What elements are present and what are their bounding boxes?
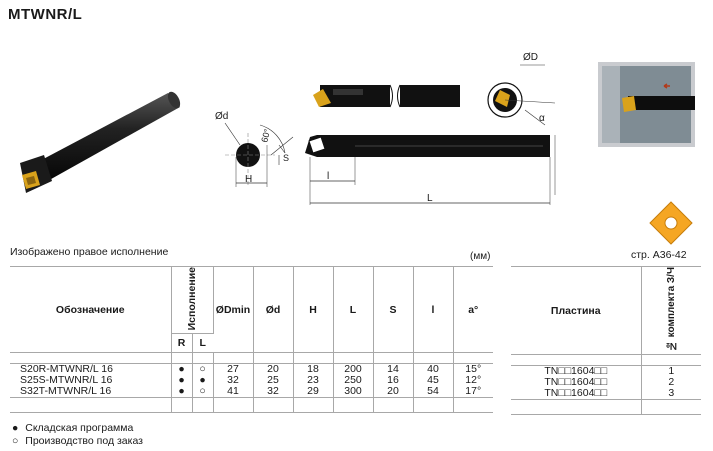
row-r: ● xyxy=(171,375,193,387)
tool-photo xyxy=(20,91,181,193)
row-dmin: 27 xyxy=(213,363,254,376)
header-kit: № комплекта З/Ч xyxy=(665,267,677,352)
row-l-total: 250 xyxy=(333,375,374,387)
row-l-short: 45 xyxy=(413,375,454,387)
row-h: 29 xyxy=(293,386,334,398)
row-code: S20R-MTWNR/L 16 xyxy=(10,363,172,376)
row-s: 20 xyxy=(373,386,414,398)
header-dmin: ØDmin xyxy=(213,266,254,353)
row-h: 23 xyxy=(293,375,334,387)
row-insert: TN□□1604□□ xyxy=(511,377,642,389)
row-dmin: 32 xyxy=(213,375,254,387)
row-kit: 1 xyxy=(641,365,701,378)
legend-order-label: Производство под заказ xyxy=(25,435,143,447)
row-kit: 2 xyxy=(668,376,675,389)
label-angle: 60° xyxy=(259,127,272,143)
row-s: 16 xyxy=(373,375,414,387)
table-row: S25S-MTWNR/L 16 ● ● 32 25 23 250 16 45 1… xyxy=(10,374,493,387)
row-d: 25 xyxy=(253,375,294,387)
row-kit: 3 xyxy=(668,387,675,400)
header-l-hand: L xyxy=(199,337,206,350)
row-r: ● xyxy=(171,363,193,376)
row-r: ● xyxy=(171,386,193,398)
row-angle: 15° xyxy=(453,363,493,376)
label-l: l xyxy=(327,171,329,182)
row-insert: TN□□1604□□ xyxy=(511,365,642,378)
legend-empty-dot-icon: ○ xyxy=(12,435,19,447)
main-table: Обозначение Исполнение ØDmin Ød H L S l … xyxy=(10,266,493,414)
row-angle: 17° xyxy=(465,385,482,398)
legend-stock-label: Складская программа xyxy=(25,422,134,434)
header-insert: Пластина xyxy=(511,266,642,355)
row-code: S32T-MTWNR/L 16 xyxy=(10,386,172,398)
table-row: TN□□1604□□ 2 xyxy=(511,376,701,389)
table-row: TN□□1604□□ 3 xyxy=(511,388,701,400)
header-angle: a° xyxy=(468,303,479,316)
insert-table: Пластина № комплекта З/Ч TN□□1604□□ 1 TN… xyxy=(511,266,701,416)
tool-drawing: Ød H S 60° l L ØD α xyxy=(215,52,556,205)
header-s: S xyxy=(373,266,414,353)
row-l-hand: ● xyxy=(192,375,214,387)
row-s: 14 xyxy=(373,363,414,376)
label-D: ØD xyxy=(523,52,538,63)
row-l-hand: ○ xyxy=(192,386,214,398)
row-dmin: 41 xyxy=(213,386,254,398)
legend-filled-dot-icon: ● xyxy=(12,422,19,434)
row-l-total: 200 xyxy=(333,363,374,376)
header-d: Ød xyxy=(253,266,294,353)
row-insert: TN□□1604□□ xyxy=(511,388,642,400)
page-title: MTWNR/L xyxy=(8,6,83,23)
insert-icon xyxy=(649,201,693,245)
caption-right-hand: Изображено правое исполнение xyxy=(10,246,169,258)
row-angle: 12° xyxy=(465,374,482,387)
header-l-short: l xyxy=(413,266,454,353)
row-d: 20 xyxy=(253,363,294,376)
table-row: S20R-MTWNR/L 16 ● ○ 27 20 18 200 14 40 1… xyxy=(10,363,493,376)
row-l-short: 40 xyxy=(413,363,454,376)
application-photo xyxy=(598,62,695,147)
label-S: S xyxy=(283,153,289,163)
row-l-hand: ○ xyxy=(192,363,214,376)
label-H: H xyxy=(245,174,252,185)
legend-order: ○ Производство под заказ xyxy=(12,435,143,447)
table-row: S32T-MTWNR/L 16 ● ○ 41 32 29 300 20 54 1… xyxy=(10,386,493,398)
legend-stock: ● Складская программа xyxy=(12,422,133,434)
row-h: 18 xyxy=(293,363,334,376)
label-d: Ød xyxy=(215,111,228,122)
header-h: H xyxy=(293,266,334,353)
header-r: R xyxy=(171,333,193,353)
row-l-total: 300 xyxy=(333,386,374,398)
header-l-total: L xyxy=(333,266,374,353)
header-execution: Исполнение xyxy=(186,267,198,331)
row-l-short: 54 xyxy=(413,386,454,398)
row-code: S25S-MTWNR/L 16 xyxy=(10,375,172,387)
page-reference: стр. A36-42 xyxy=(631,249,687,261)
row-d: 32 xyxy=(253,386,294,398)
unit-label: (мм) xyxy=(470,251,491,262)
label-L: L xyxy=(427,193,433,204)
header-designation: Обозначение xyxy=(10,266,172,353)
label-alpha: α xyxy=(539,113,545,124)
table-row: TN□□1604□□ 1 xyxy=(511,365,701,378)
